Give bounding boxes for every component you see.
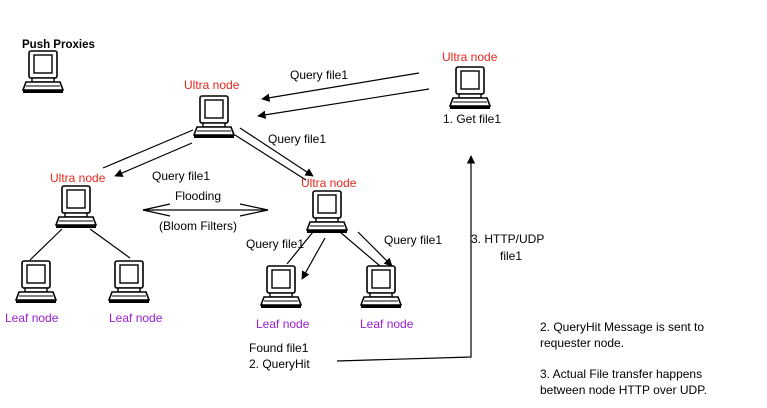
query-label-left: Query file1 — [152, 169, 211, 183]
query-label-top: Query file1 — [290, 68, 349, 82]
note-queryhit-line2: requester node. — [540, 336, 625, 350]
leaf-node-1-computer-icon — [15, 260, 57, 304]
found-file-label: Found file1 — [249, 341, 309, 355]
left-ultra-computer-icon — [55, 185, 97, 229]
transfer-label-line1: 3. HTTP/UDP — [471, 232, 545, 246]
requester-computer-icon — [449, 66, 491, 110]
note-transfer-line2: between node HTTP over UDP. — [540, 383, 707, 397]
query-label-mid: Query file1 — [268, 132, 327, 146]
leaf-node-3-label: Leaf node — [256, 317, 310, 331]
query-label-leaf4: Query file1 — [384, 233, 443, 247]
query-label-leaf3: Query file1 — [246, 237, 305, 251]
left-ultra-node-label: Ultra node — [50, 171, 106, 185]
link-left-leaf2 — [89, 228, 131, 259]
queryhit-label: 2. QueryHit — [249, 357, 310, 371]
query-arrow-lower — [257, 88, 430, 119]
get-file-caption: 1. Get file1 — [443, 112, 502, 126]
link-top-left — [102, 129, 194, 169]
bloom-filters-label: (Bloom Filters) — [159, 219, 238, 233]
push-proxy-computer-icon — [22, 50, 64, 94]
query-arrow-mid-leaf4 — [357, 231, 393, 267]
leaf-node-2-label: Leaf node — [109, 311, 163, 325]
leaf-node-4-computer-icon — [360, 265, 402, 309]
queryhit-transfer-arrow — [336, 155, 476, 362]
leaf-node-1-label: Leaf node — [5, 311, 59, 325]
requester-ultra-node-label: Ultra node — [442, 50, 498, 64]
query-arrow-top-left — [114, 142, 193, 177]
leaf-node-4-label: Leaf node — [360, 317, 414, 331]
query-arrow-upper — [261, 72, 420, 102]
query-arrow-top-mid — [239, 127, 314, 177]
note-queryhit-line1: 2. QueryHit Message is sent to — [540, 320, 705, 334]
flooding-label: Flooding — [175, 189, 222, 203]
link-mid-leaf4 — [339, 231, 381, 267]
push-proxies-title: Push Proxies — [22, 39, 95, 51]
query-arrow-mid-leaf3 — [301, 237, 326, 280]
top-ultra-computer-icon — [193, 95, 235, 139]
mid-ultra-node-label: Ultra node — [301, 176, 357, 190]
link-top-mid — [234, 134, 307, 181]
mid-ultra-computer-icon — [306, 190, 348, 234]
leaf-node-3-computer-icon — [260, 265, 302, 309]
link-mid-leaf3 — [286, 231, 314, 265]
transfer-label-line2: file1 — [500, 249, 523, 263]
link-left-leaf1 — [29, 228, 63, 261]
top-ultra-node-label: Ultra node — [184, 78, 240, 92]
note-transfer-line1: 3. Actual File transfer happens — [540, 367, 703, 381]
leaf-node-2-computer-icon — [108, 260, 150, 304]
